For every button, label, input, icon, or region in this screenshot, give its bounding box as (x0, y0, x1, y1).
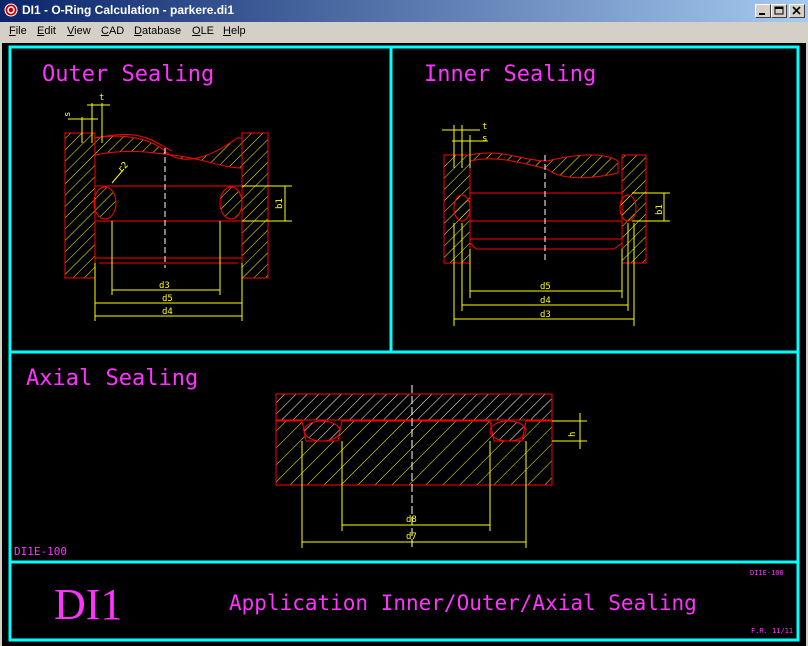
axial-sealing-title: Axial Sealing (26, 366, 198, 391)
outer-housing-right (241, 132, 269, 279)
outer-oring-left (93, 186, 117, 220)
axial-dim-d8: d8 (406, 515, 417, 525)
close-icon (792, 6, 801, 15)
app-icon[interactable] (4, 3, 18, 17)
inner-dim-d5: d5 (540, 282, 551, 292)
axial-dim-h: h (568, 432, 578, 437)
outer-dim-t: t (99, 93, 104, 103)
outer-dim-d3: d3 (159, 281, 170, 291)
menu-help[interactable]: Help (223, 25, 246, 37)
outer-dim-s: s (63, 112, 73, 117)
menu-bar: File Edit View CAD Database OLE Help (0, 22, 808, 42)
title-block: DI1 Application Inner/Outer/Axial Sealin… (54, 569, 793, 635)
title-bar: DI1 - O-Ring Calculation - parkere.di1 (0, 0, 808, 22)
maximize-button[interactable] (771, 4, 787, 18)
cad-drawing: Outer Sealing s t r2 (8, 45, 800, 642)
outer-dim-d5: d5 (162, 294, 173, 304)
minimize-button[interactable] (755, 4, 771, 18)
inner-oring-left (453, 194, 471, 222)
inner-dim-s: s (482, 134, 487, 144)
inner-oring-right (619, 194, 637, 222)
title-block-description: Application Inner/Outer/Axial Sealing (229, 591, 697, 615)
inner-dim-d3: d3 (540, 310, 551, 320)
menu-cad[interactable]: CAD (101, 25, 125, 37)
outer-dim-d4: d4 (162, 307, 173, 317)
inner-dim-t: t (482, 122, 487, 132)
axial-dim-d7: d7 (406, 532, 417, 542)
menu-view[interactable]: View (67, 25, 91, 37)
menu-file[interactable]: File (9, 25, 27, 37)
inner-sealing-view: Inner Sealing t s b1 d5 d4 d3 (424, 62, 670, 326)
outer-break-section (94, 135, 243, 169)
outer-sealing-view: Outer Sealing s t r2 (42, 62, 292, 321)
inner-dim-d4: d4 (540, 296, 551, 306)
drawing-code-label: DI1E-100 (14, 545, 67, 558)
inner-break-section (469, 152, 619, 179)
inner-sealing-title: Inner Sealing (424, 62, 596, 87)
outer-dim-b1: b1 (275, 198, 285, 209)
axial-cover-plate (275, 393, 553, 421)
window-title: DI1 - O-Ring Calculation - parkere.di1 (22, 3, 235, 17)
outer-dim-r2: r2 (116, 160, 131, 175)
drawing-frame (8, 45, 800, 642)
maximize-icon (774, 6, 784, 15)
menu-ole[interactable]: OLE (192, 25, 215, 37)
axial-sealing-view: Axial Sealing h d8 d7 DI1E-100 (14, 366, 587, 558)
menu-database[interactable]: Database (134, 25, 182, 37)
close-button[interactable] (789, 4, 805, 18)
outer-housing-left (64, 132, 96, 279)
title-block-logo: DI1 (54, 580, 122, 629)
title-block-author: F.R. 11/11 (751, 627, 793, 635)
axial-oring-left (303, 420, 341, 442)
inner-dim-b1: b1 (655, 204, 665, 215)
axial-base-plate (275, 420, 553, 486)
axial-oring-right (489, 420, 527, 442)
title-block-code: DI1E-100 (750, 569, 784, 577)
menu-edit[interactable]: Edit (37, 25, 56, 37)
drawing-canvas[interactable]: Outer Sealing s t r2 (2, 43, 806, 646)
outer-sealing-title: Outer Sealing (42, 62, 214, 87)
outer-oring-right (219, 186, 243, 220)
minimize-icon (759, 13, 765, 15)
